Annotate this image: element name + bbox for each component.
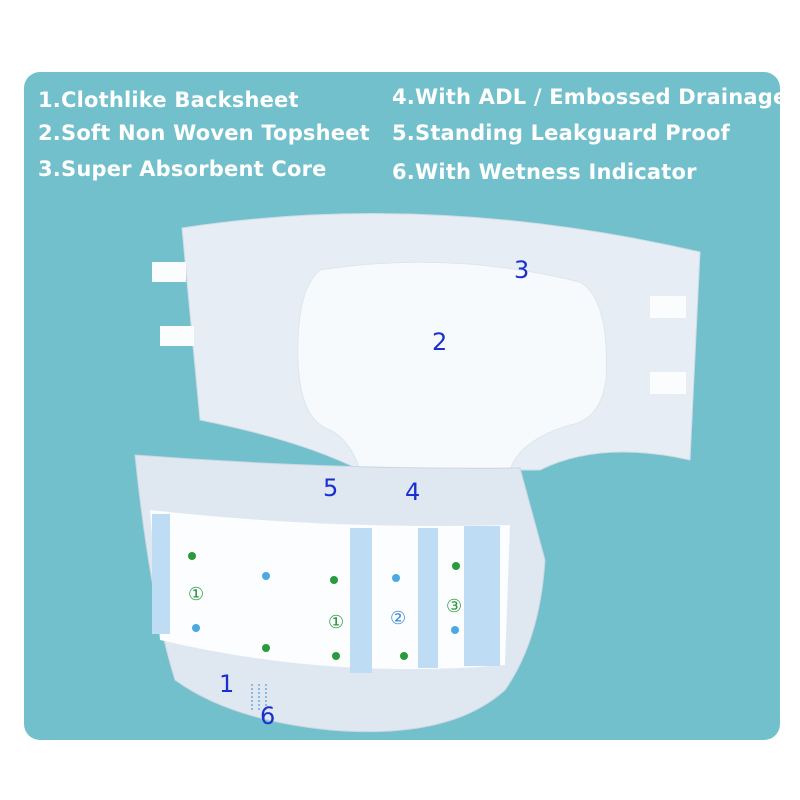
print-mark-1: ① [188,584,205,605]
callout-4: 4 [405,478,421,506]
callout-1: 1 [219,670,235,698]
print-mark-2: ② [390,608,407,629]
feature-2: 2.Soft Non Woven Topsheet [38,121,370,145]
feature-1: 1.Clothlike Backsheet [38,88,299,112]
tape-tab [160,326,194,346]
feature-5: 5.Standing Leakguard Proof [392,121,730,145]
feature-6: 6.With Wetness Indicator [392,160,697,184]
tape-tab [152,262,186,282]
tape-tab [650,372,686,394]
leaf-print-icons [188,552,460,660]
callout-6: 6 [260,702,276,730]
feature-4: 4.With ADL / Embossed Drainage [392,85,788,109]
print-mark-1b: ① [328,612,345,633]
print-mark-3: ③ [446,596,463,617]
tape-tab [650,296,686,318]
callout-5: 5 [323,474,339,502]
feature-3: 3.Super Absorbent Core [38,157,327,181]
callout-3: 3 [514,256,530,284]
callout-2: 2 [432,328,448,356]
